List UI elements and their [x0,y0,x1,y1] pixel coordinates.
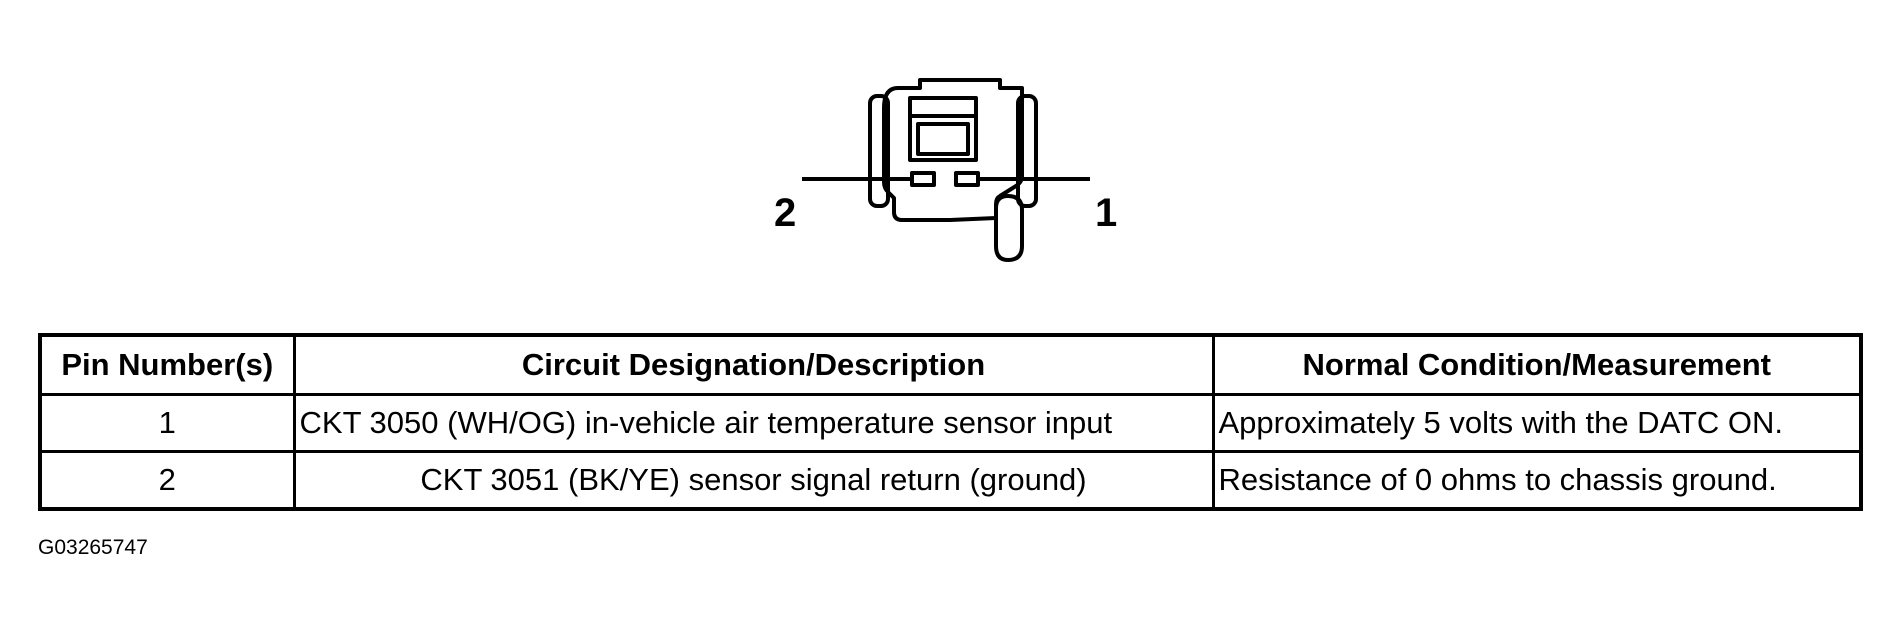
right-latch [1016,94,1038,208]
header-normal-condition: Normal Condition/Measurement [1211,333,1863,396]
figure-id: G03265747 [38,536,148,559]
pin-2-label: 2 [774,191,797,235]
cell-description: CKT 3050 (WH/OG) in-vehicle air temperat… [292,393,1215,453]
cavity-frame [908,96,978,162]
table-row: 1 CKT 3050 (WH/OG) in-vehicle air temper… [38,393,1863,453]
header-pin-number: Pin Number(s) [38,333,296,396]
cavity-window [916,122,970,156]
pin-1-label: 1 [1095,191,1118,235]
cell-measurement: Approximately 5 volts with the DATC ON. [1211,393,1863,453]
cell-measurement: Resistance of 0 ohms to chassis ground. [1211,450,1863,511]
pin-2-terminal [910,171,936,187]
wire-tab [994,194,1024,262]
cell-description: CKT 3051 (BK/YE) sensor signal return (g… [292,450,1215,511]
header-circuit-description: Circuit Designation/Description [292,333,1215,396]
pin-1-terminal [954,171,980,187]
left-latch [868,94,890,208]
cell-pin: 1 [38,393,296,453]
header-row: Pin Number(s) Circuit Designation/Descri… [38,333,1863,396]
table-row: 2 CKT 3051 (BK/YE) sensor signal return … [38,450,1863,511]
connector-diagram [802,78,1090,262]
cell-pin: 2 [38,450,296,511]
pinout-table: Pin Number(s) Circuit Designation/Descri… [38,333,1863,511]
